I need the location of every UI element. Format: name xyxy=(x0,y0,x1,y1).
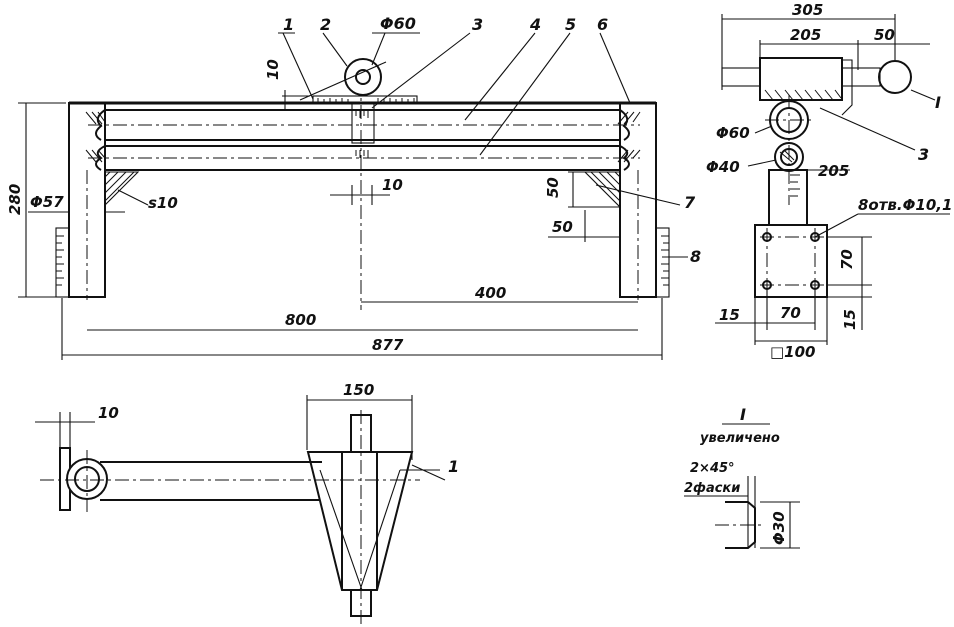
callout-detail-ref: I xyxy=(935,93,941,112)
dim-400: 400 xyxy=(474,284,506,302)
detail-chamfer: 2×45° xyxy=(690,461,735,476)
callout-4: 4 xyxy=(529,15,541,34)
dim-square-100: □100 xyxy=(770,343,815,361)
dim-150: 150 xyxy=(343,381,374,399)
dim-15-vertical: 15 xyxy=(841,309,859,330)
callout-7: 7 xyxy=(684,193,696,212)
top-roller xyxy=(344,58,382,96)
dim-roller-40: Φ40 xyxy=(706,158,740,176)
base-plate xyxy=(754,224,828,298)
dim-roller-60: Φ60 xyxy=(716,124,750,142)
side-shaft-left xyxy=(721,67,761,87)
dim-10-plan: 10 xyxy=(98,404,119,422)
detail-shaft xyxy=(725,501,756,549)
detail-title: I xyxy=(740,405,746,424)
callout-5: 5 xyxy=(565,15,576,34)
plan-view: 10 150 1 xyxy=(35,381,459,625)
side-view: 305 205 50 I Φ60 Φ40 205 3 xyxy=(706,1,952,361)
top-scale-bar xyxy=(312,95,418,104)
detail-chamfer-note: 2фаски xyxy=(684,481,740,496)
callout-6: 6 xyxy=(597,15,608,34)
detail-subtitle: увеличено xyxy=(700,431,780,446)
side-housing xyxy=(759,57,843,101)
dim-10-top: 10 xyxy=(264,59,282,80)
right-foot-plate xyxy=(655,227,670,298)
dim-50-vertical: 50 xyxy=(544,177,562,198)
dim-top-roller-diameter: Φ60 xyxy=(380,14,416,33)
dim-15-horizontal: 15 xyxy=(719,306,740,324)
dim-holes: 8отв.Φ10,1 xyxy=(858,196,952,214)
detail-circle xyxy=(878,60,912,94)
dim-50-horizontal: 50 xyxy=(552,218,573,236)
front-view: 1 2 Φ60 3 4 5 6 7 8 10 280 Φ57 s10 xyxy=(6,14,701,360)
dim-280: 280 xyxy=(6,184,24,215)
detail-view: I увеличено 2×45° 2фаски Φ30 xyxy=(684,405,800,549)
callout-1: 1 xyxy=(283,15,294,34)
side-post xyxy=(768,169,808,226)
callout-3: 3 xyxy=(472,15,483,34)
callout-1-plan: 1 xyxy=(448,457,459,476)
dim-gusset-thickness: s10 xyxy=(148,194,178,212)
detail-diameter: Φ30 xyxy=(770,511,788,545)
side-shaft-right xyxy=(841,67,881,87)
dim-205-side: 205 xyxy=(818,162,849,180)
callout-8: 8 xyxy=(690,247,701,266)
dim-leg-diameter: Φ57 xyxy=(30,193,64,211)
dim-205-top: 205 xyxy=(790,26,821,44)
dim-800: 800 xyxy=(285,311,316,329)
dim-70-horizontal: 70 xyxy=(780,304,801,322)
left-foot-plate xyxy=(55,227,70,298)
dim-70-vertical: 70 xyxy=(838,249,856,270)
dim-10-mid: 10 xyxy=(382,176,403,194)
left-gusset xyxy=(104,171,140,207)
callout-3-side: 3 xyxy=(918,145,929,164)
callout-2: 2 xyxy=(320,15,331,34)
dim-50-side: 50 xyxy=(874,26,895,44)
dim-877: 877 xyxy=(372,336,404,354)
dim-305: 305 xyxy=(792,1,823,19)
funnel-body xyxy=(306,451,414,591)
